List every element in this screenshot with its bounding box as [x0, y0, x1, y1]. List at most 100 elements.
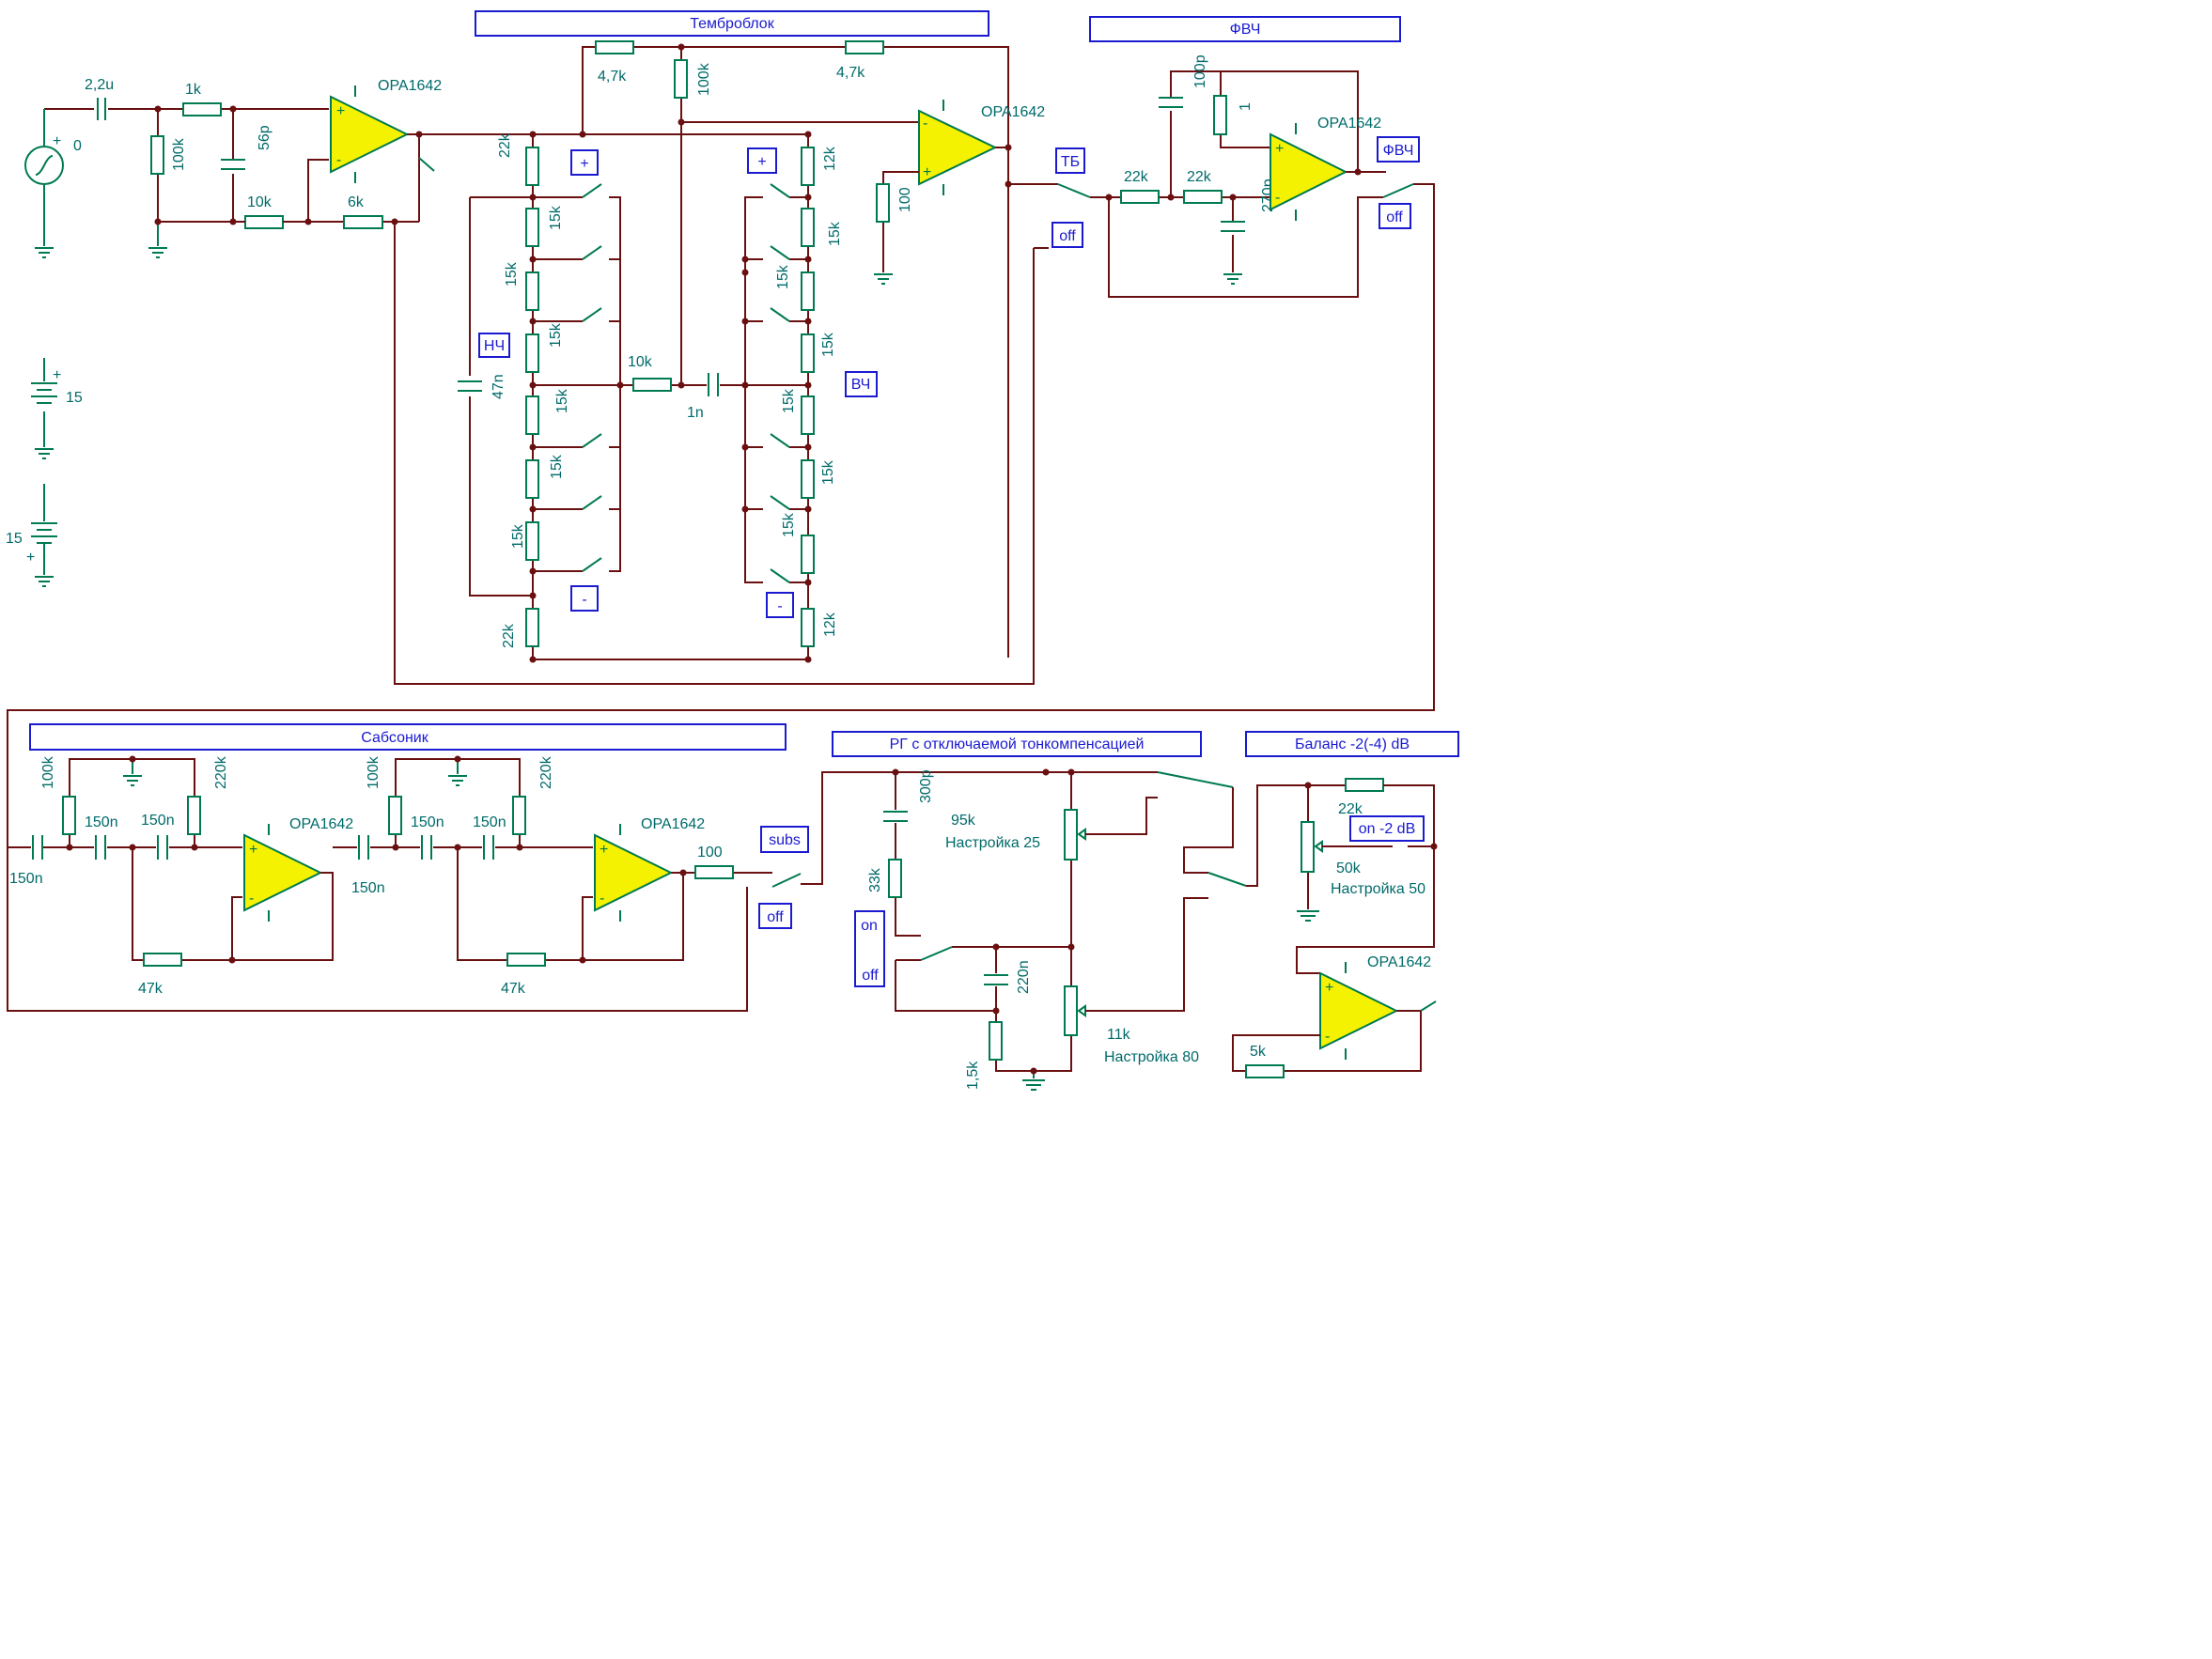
switch-bass-plus[interactable]: +: [570, 149, 599, 176]
switch-nch[interactable]: НЧ: [478, 333, 510, 358]
source-plus-label: +: [53, 133, 61, 149]
sub-100k-b: [388, 796, 402, 835]
r-100k-mid-label: 100k: [696, 62, 712, 96]
source-value-label: 0: [73, 138, 82, 154]
schematic: Темброблок ФВЧ Сабсоник РГ с отключаемой…: [6, 10, 1459, 1091]
r-10k-label: 10k: [247, 194, 273, 210]
output-tap-1: [418, 157, 435, 172]
sub-150n-mid-label: 150n: [351, 880, 385, 896]
sub-47k-b: [506, 953, 546, 967]
sub-cap-c: [421, 835, 432, 860]
tr-15k-2-label: 15k: [775, 264, 791, 289]
switch-treble-plus[interactable]: +: [747, 147, 777, 174]
output-tap-2: [1420, 1000, 1437, 1012]
op1-label: OPA1642: [378, 78, 442, 94]
bat1-label: 15: [66, 390, 83, 406]
capacitor-56p: [221, 159, 245, 170]
rg-set25-label: Настройка 25: [945, 835, 1040, 851]
bass-minus-label: -: [582, 592, 586, 608]
treble-15k-1: [801, 208, 815, 247]
hpf-22k-a-label: 22k: [1124, 169, 1149, 185]
balance-title-box: Баланс -2(-4) dB: [1245, 731, 1459, 757]
sub-47k-a: [143, 953, 182, 967]
tr-12k-top-label: 12k: [822, 146, 838, 171]
sub-47k-a-label: 47k: [138, 981, 164, 997]
r-100-label: 100: [897, 187, 913, 212]
balance-block: 22k 50k Настройка 50 + - OPA1642 5k: [1232, 778, 1437, 1078]
bal-22k-label: 22k: [1338, 801, 1363, 817]
tr-15k-5-label: 15k: [820, 459, 836, 485]
bass-15k-2-label: 15k: [504, 261, 520, 287]
bass-15k-1: [525, 208, 539, 247]
bal-5k-label: 5k: [1250, 1044, 1267, 1060]
tr-15k-1-label: 15k: [827, 221, 843, 246]
bass-15k-4-label: 15k: [554, 388, 570, 413]
bat1-plus: +: [53, 367, 61, 383]
r-6k-label: 6k: [348, 194, 365, 210]
op4-label: OPA1642: [289, 816, 353, 832]
switch-bass-minus[interactable]: -: [570, 585, 599, 612]
r-bias-label: 100k: [171, 137, 187, 171]
bat2-plus: +: [26, 550, 35, 566]
switch-tb-off[interactable]: off: [1051, 222, 1083, 248]
balance-title: Баланс -2(-4) dB: [1295, 736, 1410, 752]
opamp-6-plus: +: [1325, 980, 1333, 996]
bal-set50-label: Настройка 50: [1331, 881, 1425, 897]
switch-vch[interactable]: ВЧ: [845, 371, 878, 397]
resistor-6k: [343, 215, 383, 229]
opamp-3-plus: +: [1275, 141, 1284, 157]
bass-15k-3-label: 15k: [548, 322, 564, 348]
resistor-4k7-b: [845, 40, 884, 54]
capacitor-1n: [708, 373, 719, 396]
switch-subs[interactable]: subs: [760, 826, 809, 853]
sub-150n-d-label: 150n: [473, 814, 506, 830]
bass-22k-bot-label: 22k: [501, 623, 517, 648]
bass-15k-6-label: 15k: [510, 523, 526, 549]
tr-15k-3-label: 15k: [820, 332, 836, 357]
loud-on-label: on: [861, 918, 878, 934]
switch-balance[interactable]: on -2 dB: [1349, 815, 1425, 842]
sub-150n-a-label: 150n: [85, 814, 118, 830]
wiper-25: [1077, 828, 1086, 841]
bass-plus-label: +: [580, 156, 588, 172]
switch-tb[interactable]: ТБ: [1055, 147, 1085, 174]
sub-220k-b-label: 220k: [538, 755, 554, 789]
loud-off-label: off: [862, 968, 879, 984]
switch-subs-label: subs: [769, 832, 801, 848]
potentiometer-11k: [1064, 985, 1078, 1036]
opamp-2-plus: +: [923, 164, 931, 180]
signal-source-icon: [24, 146, 64, 185]
bal-50k-label: 50k: [1336, 861, 1362, 876]
switch-subs-off[interactable]: off: [758, 903, 792, 929]
cin-label: 2,2u: [85, 77, 114, 93]
opamp-2-minus: -: [923, 116, 927, 132]
hpf-title-box: ФВЧ: [1089, 16, 1401, 42]
resistor-1k: [182, 102, 222, 116]
sub-cap-a: [95, 835, 106, 860]
rg-title: РГ с отключаемой тонкомпенсацией: [890, 736, 1145, 752]
bass-15k-5: [525, 459, 539, 499]
sub-150n-c-label: 150n: [411, 814, 444, 830]
switch-treble-minus[interactable]: -: [766, 592, 794, 618]
opamp-4: + -: [243, 824, 323, 922]
rg-95k-label: 95k: [951, 813, 976, 829]
rg-block: 300p 33k 95k Настройка 25 220n 1,5k 11k …: [867, 769, 1346, 1091]
opamp-5-plus: +: [600, 842, 608, 858]
switch-nch-label: НЧ: [484, 338, 505, 354]
switch-loudness[interactable]: on off: [854, 910, 885, 987]
switch-tb-label: ТБ: [1061, 154, 1080, 170]
opamp-6: + -: [1319, 962, 1399, 1060]
c-47n-label: 47n: [491, 374, 506, 399]
hpf-22k-b-label: 22k: [1187, 169, 1212, 185]
op3-label: OPA1642: [1317, 116, 1381, 132]
hpf-switch: [1382, 183, 1414, 198]
switch-hpf[interactable]: ФВЧ: [1377, 136, 1420, 163]
sub-220k-a: [187, 796, 201, 835]
switch-hpf-off[interactable]: off: [1379, 203, 1411, 229]
subsonic-title: Сабсоник: [361, 730, 428, 746]
r-47k-b-label: 4,7k: [836, 65, 865, 81]
treble-switches: [770, 183, 790, 583]
power-supply: + 15 + 15: [6, 358, 83, 587]
sub-220k-a-label: 220k: [213, 755, 229, 789]
hpf-capacitor-100p: [1159, 97, 1183, 108]
